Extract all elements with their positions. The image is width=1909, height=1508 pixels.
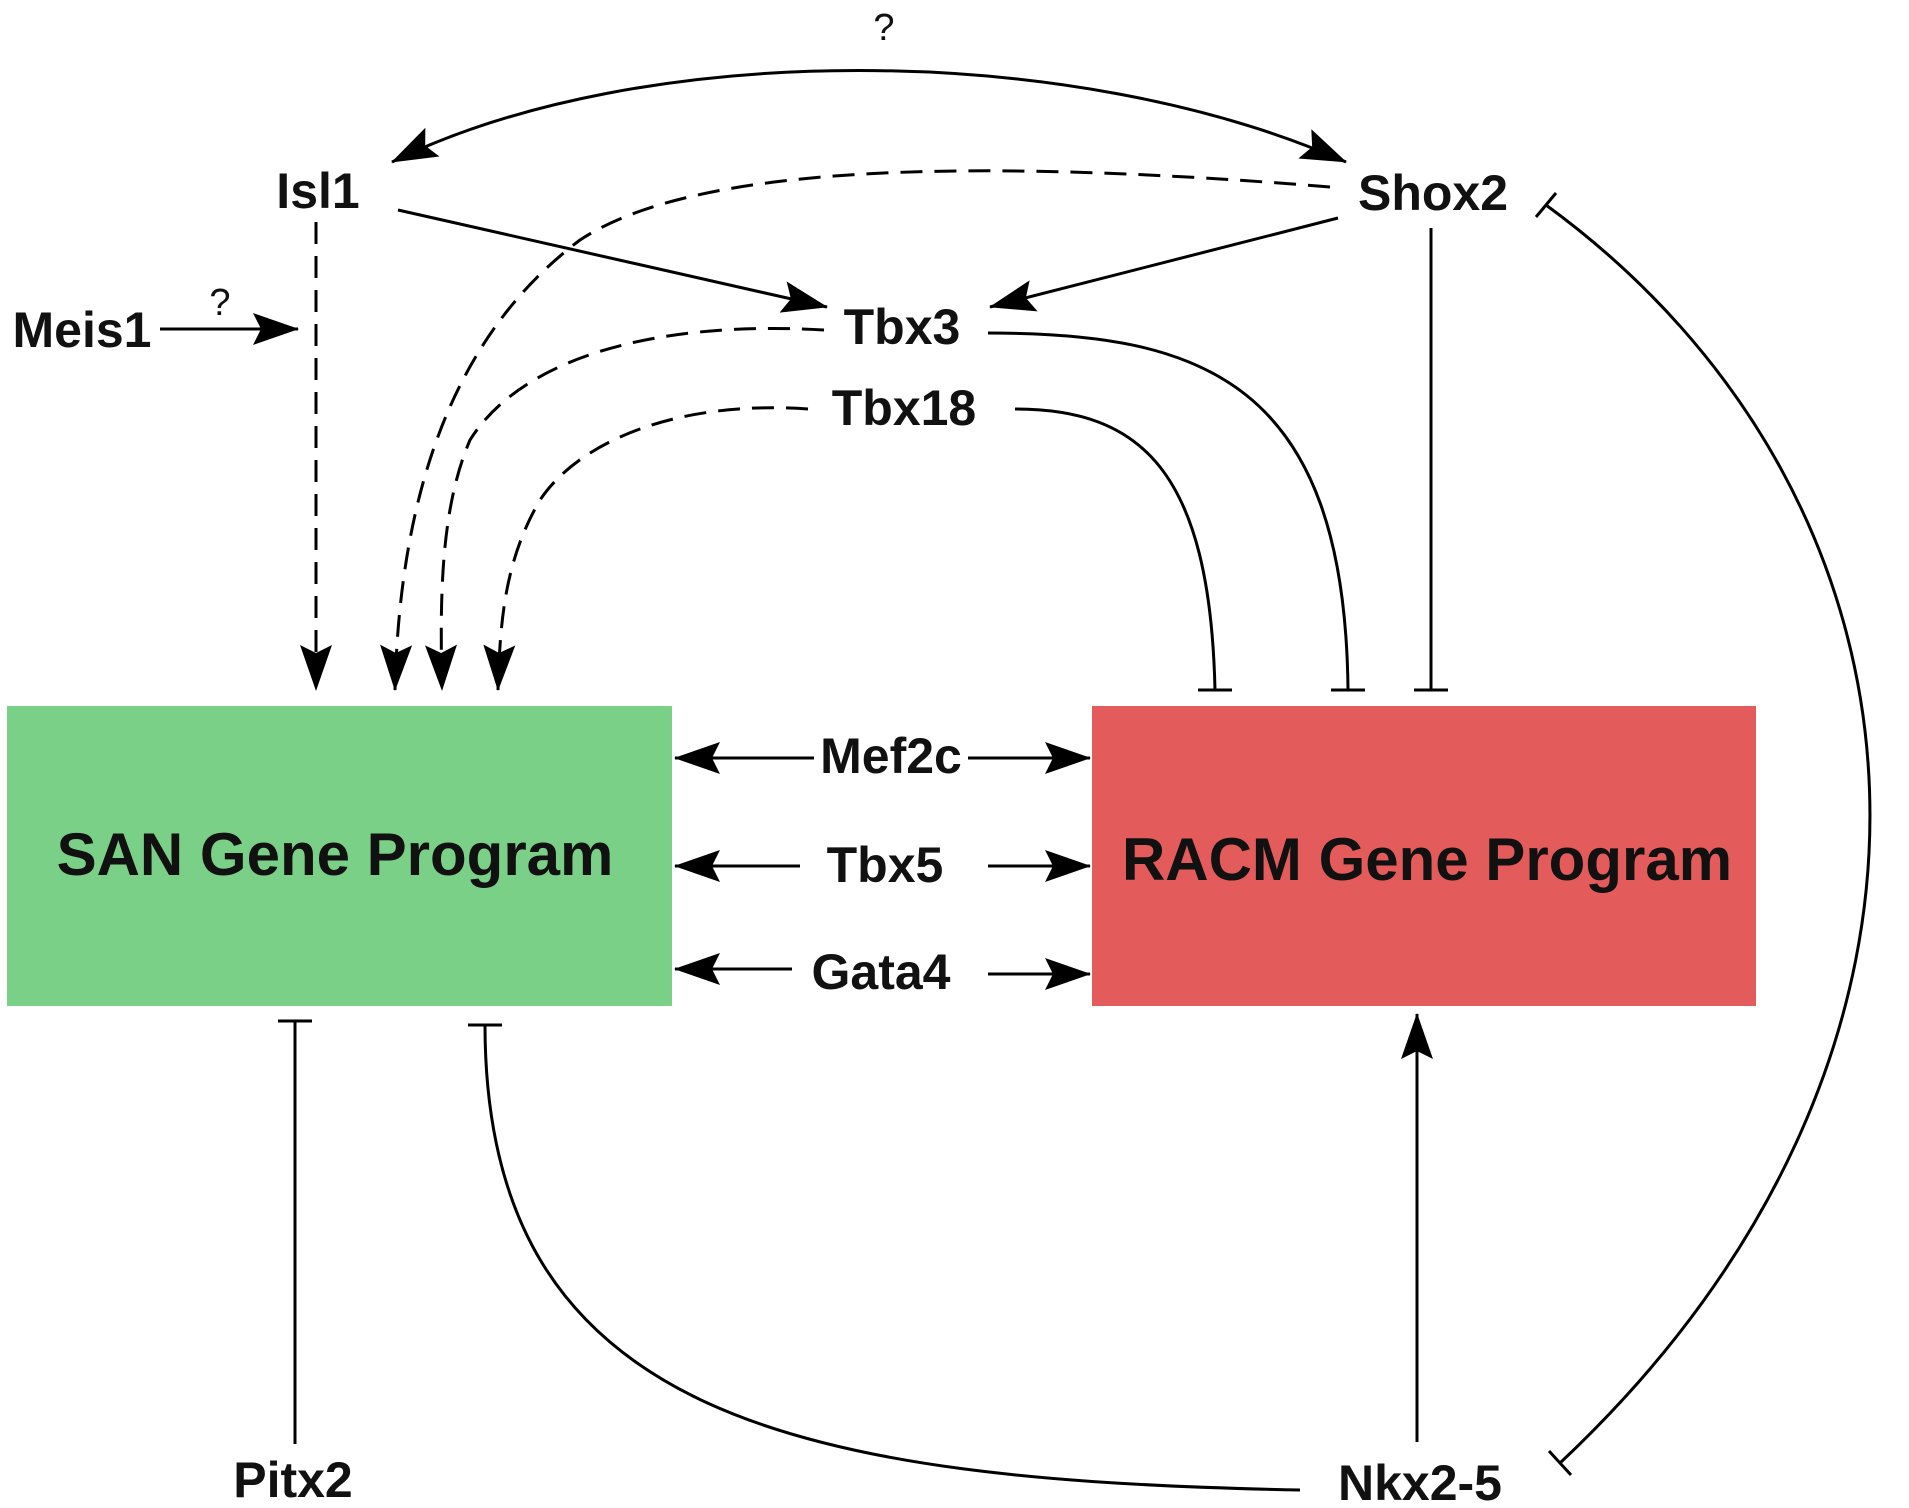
edge-tbx3-racm-inhibit [987, 331, 1350, 691]
edge-shox2-tbx3 [989, 216, 1339, 312]
edge-tbx18-racm-inhibit [1014, 407, 1217, 691]
edge-nkx25-shox2-inhibit [1545, 203, 1872, 1465]
edge-tbx3-san [425, 326, 825, 691]
node-tbx18: Tbx18 [832, 380, 977, 436]
edge-isl1-tbx3 [397, 208, 828, 313]
edge-isl1-shox2 [391, 69, 1347, 164]
node-tbx5: Tbx5 [827, 837, 944, 893]
edge-tbx18-san [483, 406, 809, 691]
node-pitx2: Pitx2 [233, 1452, 353, 1508]
node-meis1: Meis1 [13, 302, 152, 358]
node-shox2: Shox2 [1358, 165, 1508, 221]
node-gata4: Gata4 [812, 944, 951, 1000]
question-mark-isl1-shox2: ? [873, 7, 894, 49]
node-nkx2-5: Nkx2-5 [1338, 1455, 1502, 1508]
node-isl1: Isl1 [276, 163, 359, 219]
node-mef2c: Mef2c [820, 728, 962, 784]
node-tbx3: Tbx3 [844, 299, 961, 355]
racm-gene-program-box [1092, 706, 1756, 1006]
san-gene-program-box [7, 706, 672, 1006]
edge-nkx25-san-inhibit [483, 1024, 1301, 1492]
edge-shox2-san [380, 169, 1331, 691]
san-gene-program-label: SAN Gene Program [57, 821, 614, 888]
racm-gene-program-label: RACM Gene Program [1122, 826, 1732, 893]
question-mark-meis1: ? [209, 282, 230, 324]
